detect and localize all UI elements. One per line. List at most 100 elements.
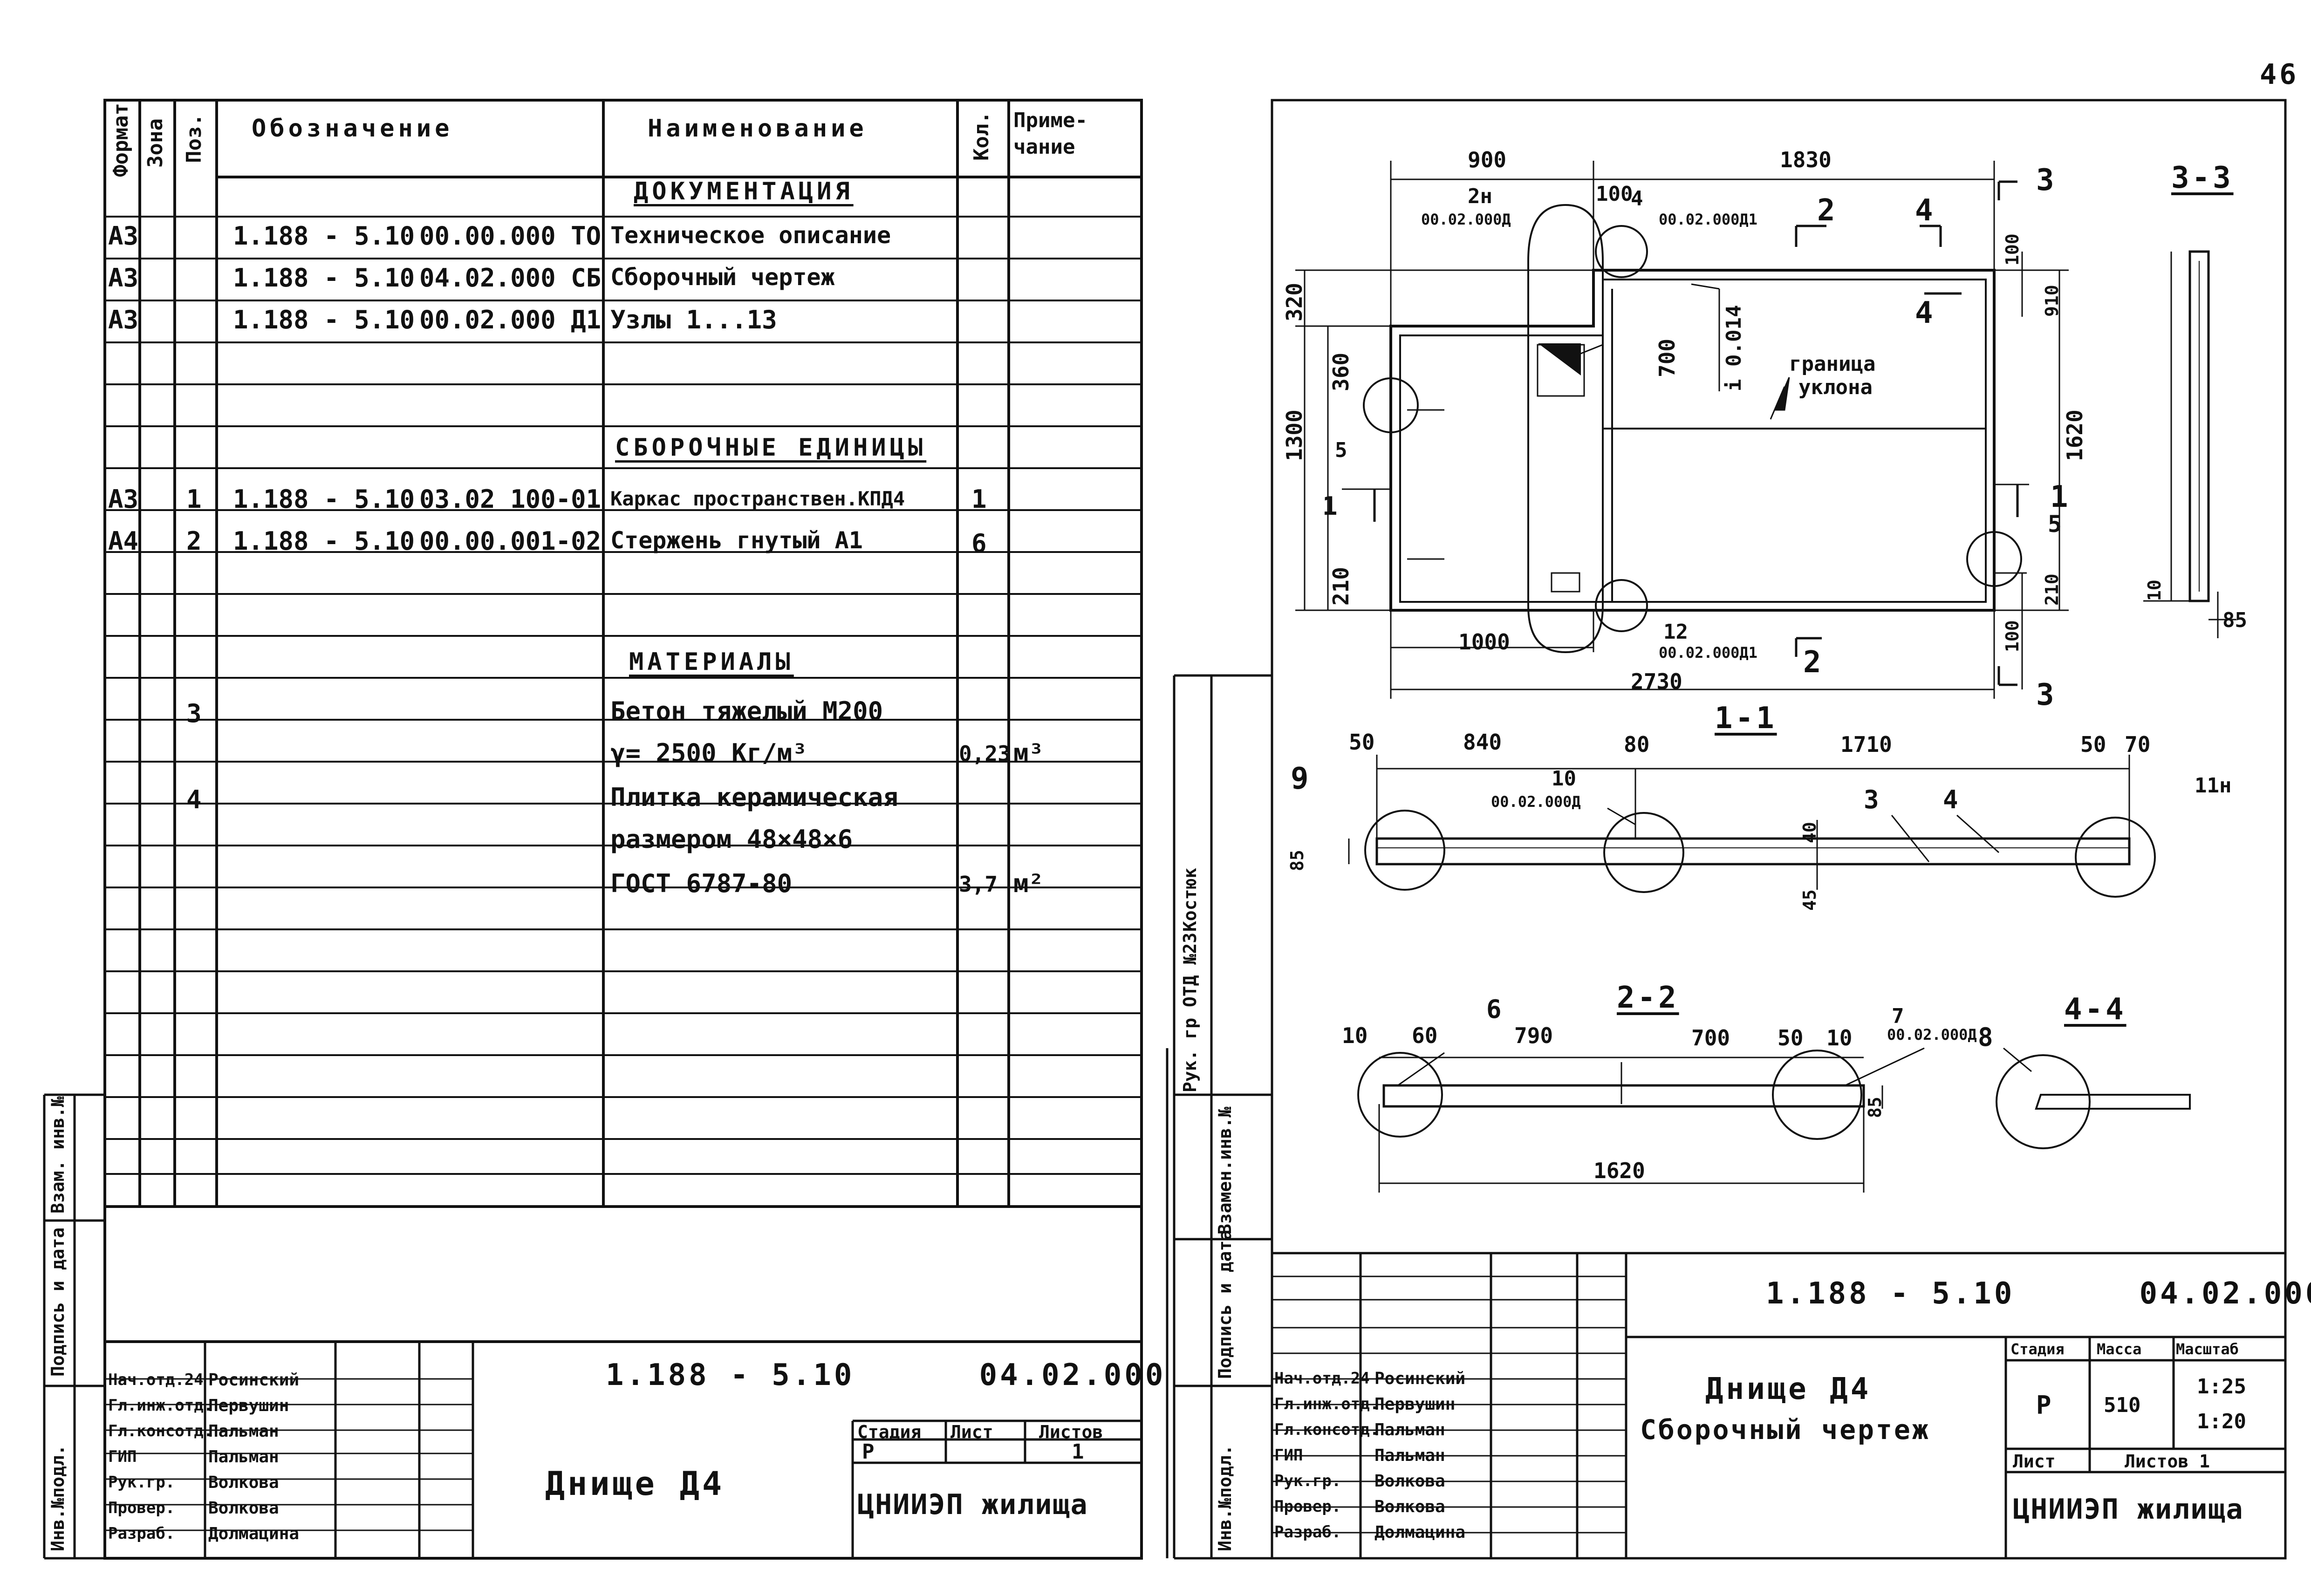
row9-name: размером 48×48×6 [610,825,853,854]
left-code: 1.188 - 5.10 04.02.000 [606,1358,1166,1392]
plan-slope: i 0.014 [1722,305,1746,391]
left-person-name: Долмацина [208,1524,300,1543]
row7-qty: 0,23 [959,741,1011,766]
plan-dim-900: 900 [1468,147,1507,172]
left-person-role: Разраб. [108,1524,175,1543]
right-person-role: Разраб. [1274,1523,1341,1541]
right-side-ruk: Рук. гр ОТД №23 [1180,932,1200,1092]
left-person-role: ГИП [108,1447,137,1466]
right-side-vzam: Взамен.инв.№ [1215,1106,1235,1235]
s22-dim-50: 50 [1778,1025,1804,1050]
plan-border-2: уклона [1798,375,1873,399]
spec-header-format: Формат [109,103,133,177]
plan-dim-100b: 100 [2002,620,2023,652]
s22-dim-85: 85 [1865,1097,1885,1118]
plan-dim-210r: 210 [2042,573,2062,606]
s22-dim-10: 10 [1342,1023,1368,1048]
row3-name: Узлы 1...13 [610,305,777,334]
s22-callout-7: 7 [1892,1004,1904,1028]
s22-dim-1620: 1620 [1593,1158,1645,1183]
row5-des1: 1.188 - 5.10 [233,526,415,556]
row8-name: Плитка керамическая [610,783,898,812]
row4-name: Каркас пространствен.КПД4 [610,487,905,510]
plan-sec-4-mid: 4 [1915,296,1936,330]
section-docs: ДОКУМЕНТАЦИЯ [634,177,854,205]
right-side-inv: Инв.№подл. [1215,1445,1235,1551]
row5-pos: 2 [186,526,202,556]
s11-callout-9: 9 [1291,762,1312,796]
plan-callout-4: 4 [1631,187,1643,211]
left-sheet-header: Лист [950,1422,993,1442]
plan-dim-210: 210 [1328,566,1354,606]
row2-des2: 04.02.000 СБ [419,263,602,293]
section-materials: МАТЕРИАЛЫ [629,648,794,676]
row1-des2: 00.00.000 ТО [419,221,602,251]
spec-header-pos: Поз. [182,114,206,163]
left-sheets: 1 [1072,1440,1084,1464]
left-title: Днище Д4 [545,1465,725,1503]
right-stage-header: Стадия [2010,1340,2065,1358]
s22-callout-6: 6 [1486,995,1504,1024]
left-person-name: Первушин [208,1396,289,1415]
plan-sec-3-top: 3 [2036,163,2057,198]
right-scale-header: Масштаб [2176,1340,2239,1358]
left-sheets-header: Листов [1039,1422,1103,1442]
right-title-1: Днище Д4 [1705,1372,1872,1406]
row4-des1: 1.188 - 5.10 [233,484,415,514]
s11-dim-1710: 1710 [1840,732,1892,757]
s11-dim-50: 50 [1349,730,1375,755]
s11-callout-11h: 11н [2195,774,2232,798]
row10-name: ГОСТ 6787-80 [610,869,793,898]
row5-format: А4 [108,526,139,556]
plan-dim-320: 320 [1282,282,1307,321]
spec-header-qty: Кол. [970,111,993,161]
s11-dim-80: 80 [1624,732,1650,757]
sec33-dim-10: 10 [2144,580,2165,601]
right-person-name: Пальман [1374,1446,1445,1465]
right-person-name: Пальман [1374,1420,1445,1439]
right-title-2: Сборочный чертеж [1640,1414,1930,1446]
right-person-name: Первушин [1374,1395,1456,1414]
left-stage: Р [862,1440,875,1464]
left-person-role: Гл.инж.отд. [108,1396,213,1415]
plan-callout-2h: 2н [1468,184,1492,208]
row10-qty: 3,7 [959,872,998,897]
plan-mark-5: 5 [1335,438,1347,462]
right-sheet-header: Лист [2013,1451,2056,1472]
s22-ref: 00.02.000Д [1887,1026,1977,1044]
s11-callout-4: 4 [1943,785,1961,814]
right-person-role: Нач.отд.24 [1274,1369,1370,1388]
right-stage: Р [2036,1391,2051,1420]
row7-note: м³ [1013,738,1044,768]
right-person-name: Росинский [1374,1369,1466,1388]
section-1-1-label: 1-1 [1715,701,1777,736]
left-person-name: Пальман [208,1447,279,1466]
s11-callout-10: 10 [1552,767,1576,791]
s44-callout-8: 8 [1978,1023,1996,1052]
row3-des1: 1.188 - 5.10 [233,305,415,334]
right-person-name: Волкова [1374,1497,1445,1516]
row2-des1: 1.188 - 5.10 [233,263,415,293]
plan-dim-1620: 1620 [2062,409,2087,461]
row3-format: А3 [108,305,139,334]
spec-header-name: Наименование [648,115,868,143]
plan-dim-100: 100 [1596,182,1633,206]
section-3-3-label: 3-3 [2171,161,2234,195]
right-sheets-header: Листов 1 [2125,1451,2210,1472]
s22-dim-790: 790 [1514,1023,1553,1048]
row6-name: Бетон тяжелый М200 [610,696,883,726]
plan-mark-5-right: 5 [2048,511,2065,538]
left-person-name: Росинский [208,1371,300,1390]
row3-des2: 00.02.000 Д1 [419,305,602,334]
row4-pos: 1 [186,484,202,514]
plan-sec-1-right: 1 [2050,480,2071,514]
row6-pos: 3 [186,699,202,728]
row2-name: Сборочный чертеж [610,264,835,291]
right-person-role: Гл.инж.отд. [1274,1395,1380,1413]
right-person-name: Долмацина [1374,1523,1466,1542]
left-person-role: Нач.отд.24 [108,1371,204,1389]
plan-dim-2730: 2730 [1631,669,1682,694]
right-code: 1.188 - 5.10 04.02.000 СБ [1766,1276,2311,1311]
row5-qty: 6 [971,529,987,558]
